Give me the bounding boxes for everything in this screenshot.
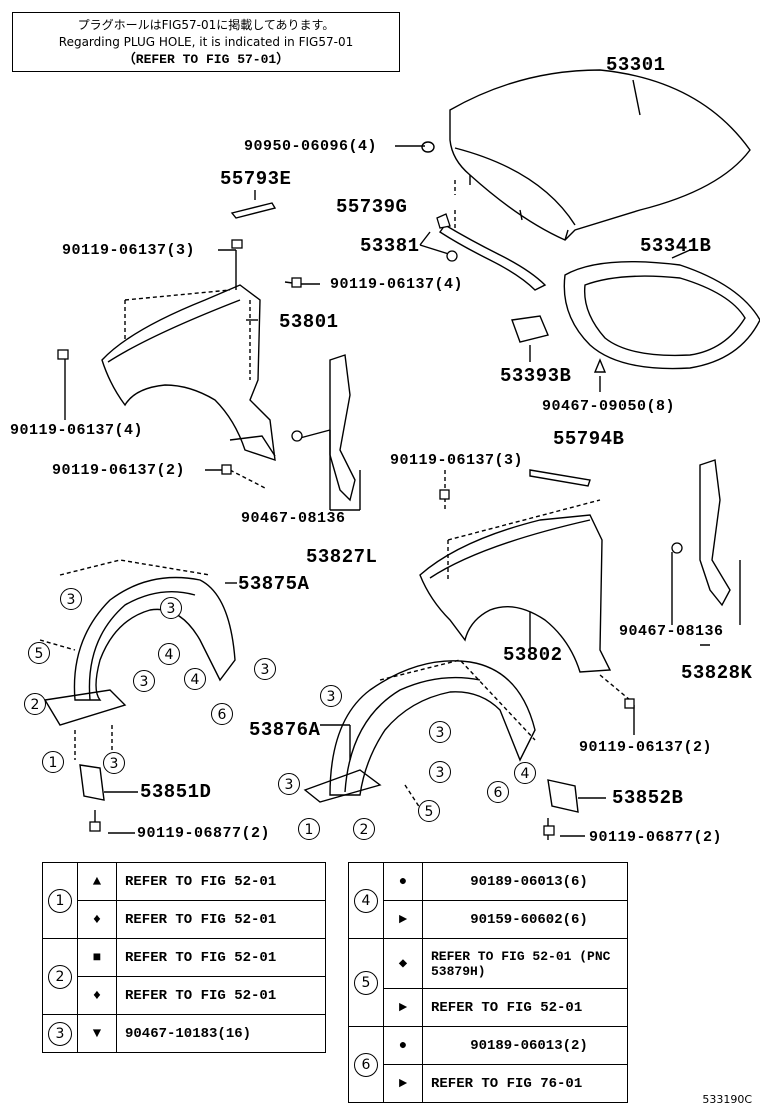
part-label: 90119-06137(2) — [579, 739, 713, 756]
part-label: 53381 — [360, 235, 420, 257]
screw-icon: ► — [383, 1064, 423, 1103]
left-fender-bracket-drawing — [329, 354, 356, 502]
legend-row: 90189-06013(2) — [422, 1026, 628, 1065]
note-english: Regarding PLUG HOLE, it is indicated in … — [58, 35, 354, 49]
legend-num-6: 6 — [354, 1052, 378, 1077]
bolt-icon: ♦ — [77, 900, 117, 939]
legend-num-1: 1 — [48, 888, 72, 913]
clip-icon: ● — [383, 1026, 423, 1065]
callout-2: 2 — [353, 818, 375, 840]
callout-3: 3 — [320, 685, 342, 707]
legend-num-4: 4 — [354, 888, 378, 913]
callout-4: 4 — [158, 643, 180, 665]
hood-drawing — [449, 69, 751, 241]
part-label: 53876A — [249, 719, 321, 741]
clip-icon: ● — [383, 862, 423, 901]
callout-6: 6 — [487, 781, 509, 803]
callout-1: 1 — [42, 751, 64, 773]
legend-row: 90159-60602(6) — [422, 900, 628, 939]
part-label: 90467-09050(8) — [542, 398, 676, 415]
screw-icon: ▼ — [77, 1014, 117, 1053]
legend-row: 90467-10183(16) — [116, 1014, 326, 1053]
part-label: 90467-08136 — [241, 510, 346, 527]
right-fender-drawing — [419, 499, 612, 673]
part-label: 90467-08136 — [619, 623, 724, 640]
callout-3: 3 — [278, 773, 300, 795]
legend-row: 90189-06013(6) — [422, 862, 628, 901]
callout-3: 3 — [429, 761, 451, 783]
screw-icon: ► — [383, 900, 423, 939]
callout-5: 5 — [28, 642, 50, 664]
note-reference: （REFER TO FIG 57-01） — [122, 52, 290, 67]
part-label: 53341B — [640, 235, 712, 257]
part-label: 90119-06137(3) — [390, 452, 524, 469]
legend-row: REFER TO FIG 52-01 — [116, 938, 326, 977]
callout-3: 3 — [133, 670, 155, 692]
bolt-icon: ♦ — [77, 976, 117, 1015]
callout-3: 3 — [160, 597, 182, 619]
legend-num-3: 3 — [48, 1021, 72, 1046]
legend-row: REFER TO FIG 52-01 — [116, 862, 326, 901]
callout-2: 2 — [24, 693, 46, 715]
legend-row: REFER TO FIG 76-01 — [422, 1064, 628, 1103]
right-fender-bracket-drawing — [699, 459, 731, 607]
right-liner-drawing — [303, 660, 536, 803]
legend-num-5: 5 — [354, 970, 378, 995]
part-label: 53875A — [238, 573, 310, 595]
part-label: 53828K — [681, 662, 753, 684]
callout-3: 3 — [60, 588, 82, 610]
part-label: 90119-06877(2) — [589, 829, 723, 846]
legend-row: REFER TO FIG 52-01 — [116, 976, 326, 1015]
part-label: 90119-06137(3) — [62, 242, 196, 259]
part-label: 90119-06877(2) — [137, 825, 271, 842]
part-label: 53851D — [140, 781, 212, 803]
legend-right: 4 ● 90189-06013(6) ► 90159-60602(6) 5 ◆ … — [348, 862, 628, 1103]
part-label: 90119-06137(2) — [52, 462, 186, 479]
part-label: 55794B — [553, 428, 625, 450]
nut-icon: ■ — [77, 938, 117, 977]
part-label: 55793E — [220, 168, 292, 190]
callout-5: 5 — [418, 800, 440, 822]
callout-4: 4 — [514, 762, 536, 784]
part-label: 53301 — [606, 54, 666, 76]
legend-row: REFER TO FIG 52-01 — [116, 900, 326, 939]
figure-code: 533190C — [702, 1093, 752, 1106]
note-japanese: プラグホールはFIG57-01に掲載してあります。 — [77, 18, 335, 32]
plug-hole-note: プラグホールはFIG57-01に掲載してあります。 Regarding PLUG… — [12, 12, 400, 72]
legend-row: REFER TO FIG 52-01 — [422, 988, 628, 1027]
part-label: 55739G — [336, 196, 408, 218]
clip-icon: ▲ — [77, 862, 117, 901]
part-label: 53827L — [306, 546, 378, 568]
part-label: 53393B — [500, 365, 572, 387]
callout-3: 3 — [103, 752, 125, 774]
callout-6: 6 — [211, 703, 233, 725]
left-liner-drawing — [43, 576, 236, 726]
callout-1: 1 — [298, 818, 320, 840]
legend-num-2: 2 — [48, 964, 72, 989]
legend-row: REFER TO FIG 52-01 (PNC 53879H) — [422, 938, 628, 989]
hood-insulator-drawing — [563, 260, 760, 370]
part-label: 53852B — [612, 787, 684, 809]
callout-3: 3 — [429, 721, 451, 743]
callout-3: 3 — [254, 658, 276, 680]
clip-icon: ◆ — [383, 938, 423, 989]
left-fender-drawing — [101, 284, 276, 462]
part-label: 53801 — [279, 311, 339, 333]
part-label: 90119-06137(4) — [10, 422, 144, 439]
part-label: 90950-06096(4) — [244, 138, 378, 155]
callout-4: 4 — [184, 668, 206, 690]
part-label: 90119-06137(4) — [330, 276, 464, 293]
part-label: 53802 — [503, 644, 563, 666]
screw-icon: ► — [383, 988, 423, 1027]
legend-left: 1 ▲ REFER TO FIG 52-01 ♦ REFER TO FIG 52… — [42, 862, 326, 1053]
